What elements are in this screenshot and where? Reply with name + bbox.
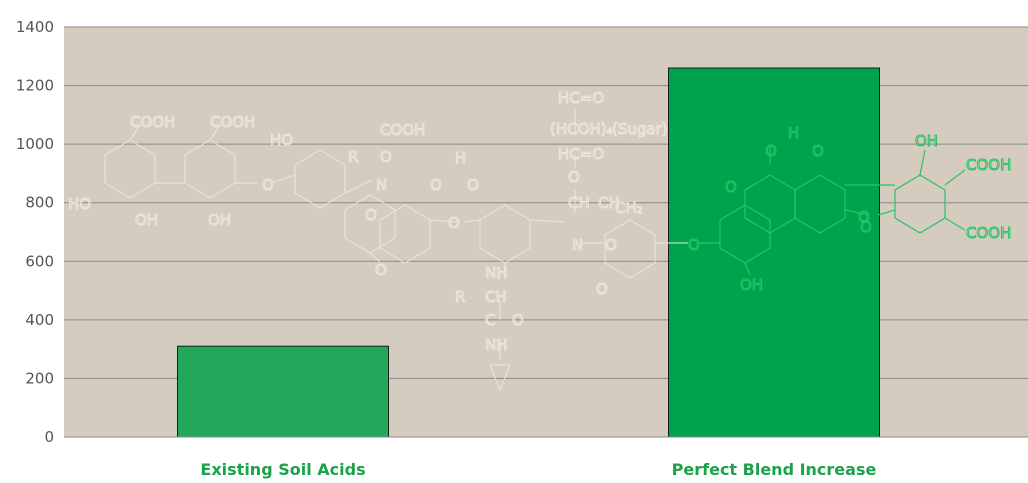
- y-tick-label: 1400: [16, 18, 54, 36]
- molecule-faint-part: [104, 108, 688, 391]
- molecule-label: O: [725, 178, 737, 196]
- molecule-label: O: [375, 261, 387, 279]
- y-tick-label: 0: [44, 428, 54, 446]
- molecule-label: O: [380, 148, 392, 166]
- molecule-label: NH: [485, 264, 508, 282]
- molecule-label: CH: [568, 194, 590, 212]
- y-tick-label: 1200: [16, 77, 54, 95]
- molecule-label: OH: [915, 132, 938, 150]
- molecule-label: CH: [598, 194, 620, 212]
- molecule-green-part: [698, 145, 966, 276]
- y-tick-label: 600: [25, 252, 54, 270]
- molecule-label: R: [348, 148, 358, 166]
- molecule-label: COOH: [966, 156, 1011, 174]
- y-tick-label: 400: [25, 311, 54, 329]
- molecule-label: HC=O: [558, 89, 604, 107]
- molecule-label: O: [365, 206, 377, 224]
- molecule-label: O: [812, 142, 824, 160]
- molecule-label: COOH: [380, 121, 425, 139]
- molecule-label: O: [430, 176, 442, 194]
- molecule-label: HO: [270, 131, 293, 149]
- molecule-label: O: [688, 236, 700, 254]
- molecule-label: O: [448, 214, 460, 232]
- molecule-label: N: [572, 236, 583, 254]
- molecule-label: COOH: [210, 113, 255, 131]
- molecule-label: (Sugar): [612, 120, 668, 138]
- molecule-label: OH: [135, 211, 158, 229]
- molecule-label: O: [467, 176, 479, 194]
- molecule-label: (HCOH)₄: [550, 120, 613, 138]
- y-tick-label: 1000: [16, 135, 54, 153]
- molecule-label: H: [788, 124, 799, 142]
- molecule-label: N: [376, 176, 387, 194]
- molecule-label: O: [512, 311, 524, 329]
- molecule-label: O: [262, 176, 274, 194]
- x-category-labels: Existing Soil Acids Perfect Blend Increas…: [200, 460, 876, 479]
- molecule-label: OH: [208, 211, 231, 229]
- y-tick-label: 200: [25, 369, 54, 387]
- molecule-label: HC=O: [558, 145, 604, 163]
- y-tick-labels: 0 200 400 600 800 1000 1200 1400: [16, 18, 54, 446]
- y-tick-label: 800: [25, 194, 54, 212]
- molecule-label: O: [858, 208, 870, 226]
- molecule-label: O: [596, 280, 608, 298]
- molecule-label: COOH: [966, 224, 1011, 242]
- category-label: Perfect Blend Increase: [672, 460, 877, 479]
- bar-perfect-blend-increase: [668, 67, 880, 438]
- molecule-label: O: [765, 142, 777, 160]
- molecule-label: O: [860, 218, 872, 236]
- molecule-label: R: [455, 288, 465, 306]
- molecule-label: COOH: [130, 113, 175, 131]
- molecule-label: CH₂: [615, 199, 643, 217]
- molecule-label: OH: [740, 276, 763, 294]
- category-label: Existing Soil Acids: [200, 460, 365, 479]
- molecule-label: H: [455, 149, 466, 167]
- molecule-label: NH: [485, 336, 508, 354]
- molecule-label: HO: [68, 195, 91, 213]
- molecule-label: O: [605, 236, 617, 254]
- bars: [177, 67, 880, 438]
- molecule-label: O: [568, 168, 580, 186]
- molecule-label: CH: [485, 288, 507, 306]
- molecule-label: C: [485, 311, 495, 329]
- bar-existing-soil-acids: [177, 345, 389, 438]
